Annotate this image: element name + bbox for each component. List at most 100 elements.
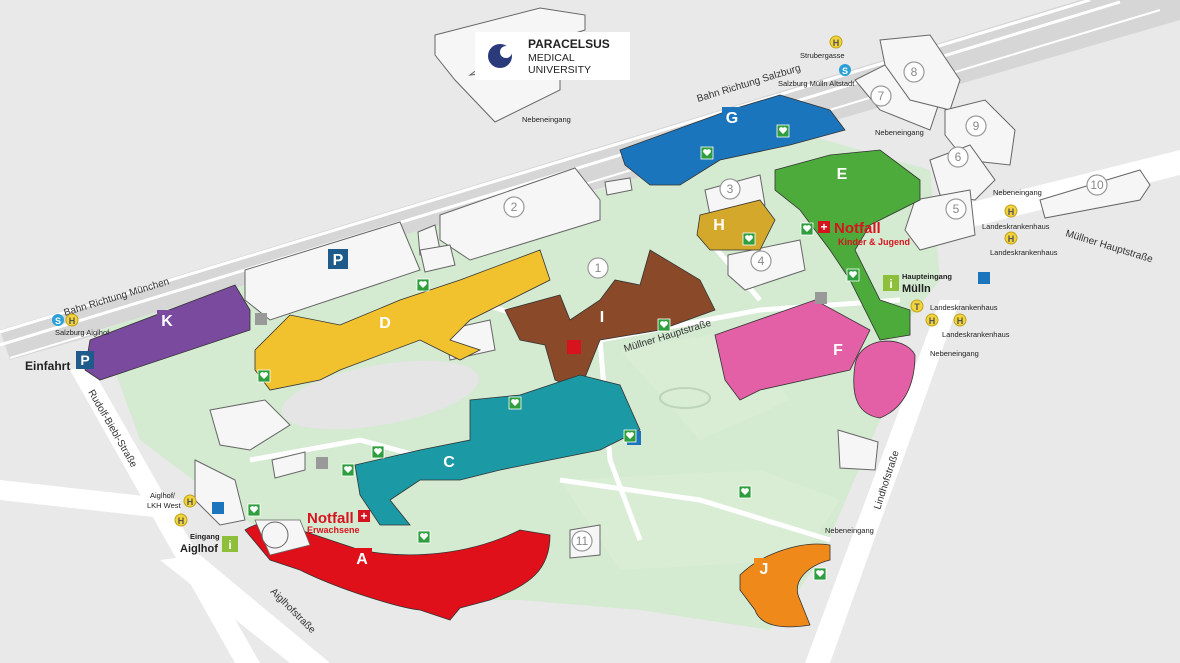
building-number-label: 6 [955,150,962,164]
building-E [774,149,921,341]
aed-icons [247,124,860,581]
label-aiglhof-lkh2: LKH West [147,501,182,510]
building-letter-C: C [443,454,455,471]
bus-stop-icon: H [929,316,936,326]
building-badge-G[interactable]: G [722,107,742,127]
building-badge-K[interactable]: K [157,310,177,330]
building-letter-I: I [600,309,604,326]
building-number-6[interactable]: 6 [947,146,969,168]
bus-stop-icon: H [1008,207,1015,217]
building-number-10[interactable]: 10 [1086,174,1108,196]
label-muellner-hauptstrasse-outer: Müllner Hauptstraße [1064,228,1154,265]
defibrillator-icon [508,396,522,410]
label-einfahrt: Einfahrt [25,359,70,373]
building-letter-K: K [161,313,173,330]
label-aiglhof-main: Aiglhof [180,543,218,555]
label-nebeneingang-5: Nebeneingang [993,188,1042,197]
building-badge-J[interactable]: J [754,558,774,578]
defibrillator-icon [700,146,714,160]
ticket-icon [212,502,224,514]
building-number-2[interactable]: 2 [503,196,525,218]
bus-stop-icon: H [1008,234,1015,244]
cross-icon: + [360,509,367,523]
s-bahn-icon: S [55,316,61,326]
building-letter-F: F [833,342,843,359]
label-nebeneingang-7: Nebeneingang [875,128,924,137]
bus-stop-icon: H [833,38,840,48]
label-haupteingang: Haupteingang [902,272,952,281]
building-number-label: 3 [727,182,734,196]
building-badge-E[interactable]: E [832,163,852,183]
building-number-3[interactable]: 3 [719,178,741,200]
label-erwachsene: Erwachsene [307,525,360,535]
building-number-4[interactable]: 4 [750,250,772,272]
building-number-label: 4 [758,254,765,268]
bus-stop-icon: H [178,516,185,526]
label-kinder-jugend: Kinder & Jugend [838,237,910,247]
defibrillator-icon [341,463,355,477]
label-eingang: Eingang [190,532,220,541]
building-F-round [853,340,916,419]
building-badge-I[interactable]: I [592,306,612,326]
label-nebeneingang-top: Nebeneingang [522,115,571,124]
building-number-7[interactable]: 7 [870,85,892,107]
building-badge-P[interactable]: P [328,249,348,269]
building-number-1[interactable]: 1 [587,257,609,279]
building-badge-F[interactable]: F [828,339,848,359]
label-lkh-4: Landeskrankenhaus [942,330,1010,339]
bus-stop-icon: H [187,497,194,507]
label-nebeneingang-j: Nebeneingang [825,526,874,535]
building-number-label: 7 [878,89,885,103]
label-lkh-3: Landeskrankenhaus [930,303,998,312]
label-aiglhof-lkh: Aiglhof/ [150,491,176,500]
building-C [354,374,641,526]
defibrillator-icon [371,445,385,459]
building-badge-H[interactable]: H [709,214,729,234]
label-notfall-kinder: Notfall [834,220,881,237]
label-salzburg-aiglhof: Salzburg Aiglhof [55,328,110,337]
building-number-label: 9 [973,119,980,133]
building-letter-G: G [726,110,738,127]
label-lkh-1: Landeskrankenhaus [982,222,1050,231]
defibrillator-icon [416,278,430,292]
building-G [619,94,846,186]
building-letter-P: P [333,252,344,269]
logo-head-icon [488,44,512,68]
defibrillator-icon [846,268,860,282]
building-badge-A[interactable]: A [352,548,372,568]
defibrillator-icon [813,567,827,581]
service-icons: P i i [76,272,990,552]
building-letter-J: J [760,561,769,578]
building-number-9[interactable]: 9 [965,115,987,137]
defibrillator-icon [800,222,814,236]
bus-stop-icon: H [69,316,76,326]
building-D [254,249,551,391]
building-number-8[interactable]: 8 [903,61,925,83]
building-badge-C[interactable]: C [439,451,459,471]
logo-line2: MEDICAL [528,52,575,64]
taxi-icon: T [914,302,920,312]
building-number-5[interactable]: 5 [945,198,967,220]
building-badge-D[interactable]: D [375,312,395,332]
defibrillator-icon [742,232,756,246]
building-letter-E: E [837,166,848,183]
bus-stop-icon: H [957,316,964,326]
building-letter-H: H [713,217,725,234]
defibrillator-icon [417,530,431,544]
building-number-label: 11 [576,534,589,548]
building-number-label: 5 [953,202,960,216]
building-F [714,299,871,401]
building-K [84,284,251,381]
logo-line1: PARACELSUS [528,37,610,51]
building-number-11[interactable]: 11 [571,530,593,552]
building-letter-A: A [356,551,368,568]
label-salzburg-muelln: Salzburg Mülln Altstadt [778,79,855,88]
label-strubergasse: Strubergasse [800,51,845,60]
small-parking-icon [815,292,827,304]
label-lkh-2: Landeskrankenhaus [990,248,1058,257]
small-parking-icon [316,457,328,469]
defibrillator-icon [247,503,261,517]
building-number-label: 10 [1090,178,1104,192]
ticket-icon [978,272,990,284]
